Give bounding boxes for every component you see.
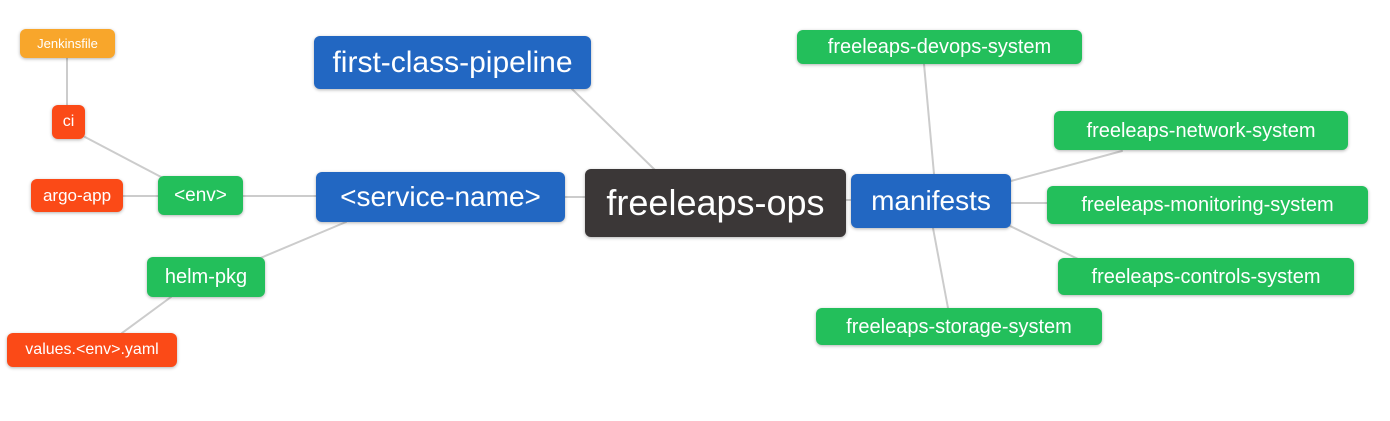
node-freeleaps-monitoring-system[interactable]: freeleaps-monitoring-system <box>1047 186 1368 224</box>
node-jenkinsfile[interactable]: Jenkinsfile <box>20 29 115 58</box>
node-freeleaps-devops-system[interactable]: freeleaps-devops-system <box>797 30 1082 64</box>
node-freeleaps-network-system[interactable]: freeleaps-network-system <box>1054 111 1348 150</box>
node-service-name[interactable]: <service-name> <box>316 172 565 222</box>
edge-first-class-pipeline-freeleaps-ops <box>571 88 656 171</box>
edge-service-name-helm-pkg <box>257 221 347 260</box>
node-helm-pkg[interactable]: helm-pkg <box>147 257 265 297</box>
node-ci[interactable]: ci <box>52 105 85 139</box>
edge-manifests-freeleaps-controls-system <box>1007 224 1081 261</box>
edge-manifests-freeleaps-devops-system <box>923 63 935 175</box>
edge-manifests-freeleaps-network-system <box>1010 150 1123 182</box>
edge-manifests-freeleaps-storage-system <box>932 227 949 309</box>
node-manifests[interactable]: manifests <box>851 174 1011 228</box>
edge-helm-pkg-values-env-yaml <box>121 296 172 334</box>
node-freeleaps-controls-system[interactable]: freeleaps-controls-system <box>1058 258 1354 295</box>
node-freeleaps-ops[interactable]: freeleaps-ops <box>585 169 846 237</box>
node-argo-app[interactable]: argo-app <box>31 179 123 212</box>
node-values-env-yaml[interactable]: values.<env>.yaml <box>7 333 177 367</box>
node-freeleaps-storage-system[interactable]: freeleaps-storage-system <box>816 308 1102 345</box>
edge-ci-env <box>84 136 164 179</box>
node-env[interactable]: <env> <box>158 176 243 215</box>
node-first-class-pipeline[interactable]: first-class-pipeline <box>314 36 591 89</box>
